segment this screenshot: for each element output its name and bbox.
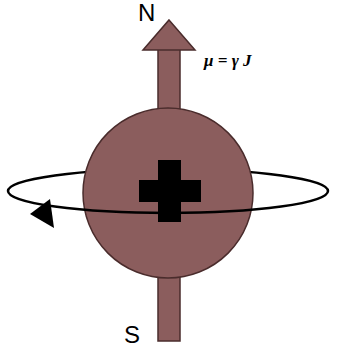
arrow-shaft — [158, 48, 180, 341]
rotation-arrowhead — [30, 199, 54, 228]
plus-sign — [158, 160, 181, 222]
pole-label: N — [138, 0, 155, 26]
moment-formula: μ = γ J — [204, 52, 251, 71]
pole-label: S — [124, 322, 140, 348]
nucleus-sphere — [83, 108, 253, 278]
